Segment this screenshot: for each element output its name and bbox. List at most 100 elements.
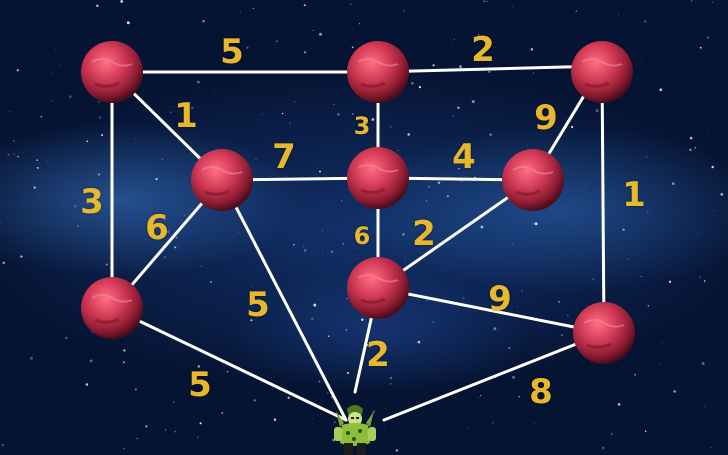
edge-e14[interactable] [376, 286, 606, 335]
star [671, 182, 675, 185]
star [352, 113, 354, 115]
planet-p5[interactable] [347, 147, 409, 209]
star [326, 392, 329, 394]
star [602, 446, 605, 450]
star [516, 306, 518, 307]
star [659, 88, 663, 92]
star [713, 209, 715, 211]
edge-e15[interactable] [110, 306, 348, 422]
planet-p8[interactable] [347, 257, 409, 319]
star [51, 100, 53, 102]
star [346, 372, 349, 374]
planet-icon [571, 41, 633, 103]
star [644, 430, 647, 433]
star [534, 222, 538, 226]
star [661, 342, 663, 344]
star [55, 400, 57, 402]
edge-weight-e7: 1 [622, 175, 646, 215]
star [294, 100, 296, 103]
star [13, 154, 15, 156]
star [304, 51, 307, 54]
star [312, 30, 314, 32]
planet-p4[interactable] [191, 149, 253, 211]
edge-e17[interactable] [382, 331, 606, 422]
star [20, 255, 23, 258]
star [337, 113, 340, 116]
star [347, 188, 349, 190]
star [707, 129, 709, 131]
star [356, 254, 358, 256]
player-character[interactable] [330, 403, 380, 455]
planet-icon [81, 277, 143, 339]
edge-e12[interactable] [376, 178, 535, 290]
star [134, 388, 137, 391]
star [694, 146, 697, 149]
star [166, 230, 170, 234]
star [197, 80, 200, 84]
star [478, 397, 480, 399]
planet-p2[interactable] [347, 41, 409, 103]
star [123, 447, 125, 450]
star [226, 370, 229, 373]
star [170, 111, 172, 113]
star [302, 245, 305, 248]
star [238, 231, 240, 233]
planet-p3[interactable] [571, 41, 633, 103]
planet-p9[interactable] [573, 302, 635, 364]
star [59, 65, 60, 66]
star [123, 349, 126, 352]
star [98, 101, 100, 103]
edge-weight-e16: 2 [366, 335, 390, 375]
star [210, 280, 212, 283]
star [313, 303, 317, 307]
star [202, 19, 205, 23]
star [318, 380, 321, 383]
star [640, 58, 642, 60]
star [174, 431, 176, 433]
star [610, 433, 613, 435]
star [342, 242, 345, 245]
star [101, 134, 104, 137]
star [172, 401, 175, 404]
star [463, 297, 465, 299]
edge-weight-e12: 2 [412, 214, 436, 254]
planet-p7[interactable] [81, 277, 143, 339]
edge-weight-e2: 2 [471, 30, 495, 70]
planet-p6[interactable] [502, 149, 564, 211]
star [322, 249, 323, 251]
edge-e7[interactable] [600, 64, 606, 335]
star [558, 300, 560, 303]
star [174, 246, 177, 249]
star [36, 167, 39, 169]
edge-e13[interactable] [220, 178, 348, 422]
edge-weight-e3: 1 [174, 96, 198, 136]
star [98, 116, 102, 119]
planet-icon [191, 149, 253, 211]
star [287, 396, 290, 399]
star [1, 444, 4, 447]
star [17, 155, 19, 158]
star [527, 145, 529, 146]
star [81, 148, 83, 150]
star [350, 3, 352, 5]
star [97, 173, 101, 176]
star [630, 187, 633, 190]
edge-weight-e9: 4 [452, 137, 476, 177]
star [304, 249, 307, 252]
star [319, 170, 321, 173]
star [85, 383, 89, 386]
star [255, 158, 257, 160]
star [704, 405, 706, 408]
edge-e2[interactable] [376, 64, 604, 74]
star [467, 426, 469, 428]
star [240, 12, 242, 13]
star [560, 333, 564, 337]
star [668, 280, 672, 284]
star [122, 361, 125, 364]
star [458, 167, 460, 170]
star [191, 106, 194, 109]
star [312, 418, 314, 420]
star [425, 200, 427, 202]
star [246, 46, 249, 49]
planet-p1[interactable] [81, 41, 143, 103]
